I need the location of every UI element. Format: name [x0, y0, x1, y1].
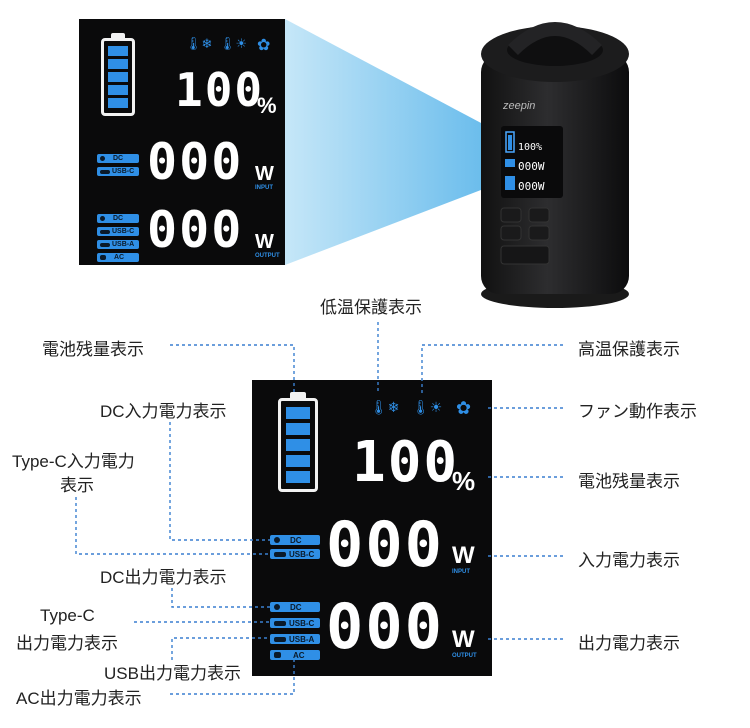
power-station-device: zeepin 100% 000W 000W [481, 22, 629, 308]
input-watt-value: 000 [326, 508, 444, 581]
label-typec-output-2: 出力電力表示 [16, 634, 118, 653]
battery-icon [101, 38, 135, 116]
percent-sign: % [257, 93, 277, 118]
battery-cell [286, 471, 310, 483]
label-output-power: 出力電力表示 [578, 634, 680, 653]
main-lcd-panel: 🌡︎❄ 🌡︎☀ ✿ 100 % DC USB-C 000 W INPUT DC … [252, 380, 492, 676]
watt-unit: W [255, 163, 274, 185]
label-dc-output: DC出力電力表示 [100, 568, 227, 587]
port-chip-usba: USB-A [270, 634, 320, 644]
output-watt-value: 000 [326, 590, 444, 663]
input-watt-value: 000 [147, 133, 244, 191]
label-high-temp: 高温保護表示 [578, 340, 680, 359]
label-battery-left: 電池残量表示 [42, 340, 144, 359]
battery-cell [286, 423, 310, 435]
battery-cell [286, 407, 310, 419]
battery-cell [108, 85, 128, 95]
label-typec-input-1: Type-C入力電力 [12, 452, 135, 471]
watt-unit: W [452, 626, 475, 653]
battery-cell [286, 439, 310, 451]
port-chip-dc: DC [270, 535, 320, 545]
svg-text:000W: 000W [518, 160, 545, 173]
battery-icon [278, 398, 318, 492]
battery-percent-value: 100 [175, 63, 265, 117]
fan-icon: ✿ [257, 35, 271, 54]
label-low-temp: 低温保護表示 [320, 298, 422, 317]
input-tag: INPUT [255, 185, 273, 191]
watt-unit: W [255, 231, 274, 253]
label-ac-output: AC出力電力表示 [16, 689, 142, 708]
highlight-beam [285, 19, 515, 265]
port-chip-usbc: USB-C [97, 167, 139, 176]
percent-sign: % [452, 466, 476, 496]
low-temp-icon: 🌡︎❄ [370, 400, 400, 416]
battery-cell [108, 98, 128, 108]
battery-cell [108, 72, 128, 82]
battery-cap [111, 33, 125, 38]
output-tag: OUTPUT [452, 653, 477, 659]
svg-text:000W: 000W [518, 180, 545, 193]
output-tag: OUTPUT [255, 253, 280, 259]
top-lcd-panel: 🌡︎❄ 🌡︎☀ ✿ 100 % DC USB-C 000 W INPUT DC … [79, 19, 285, 265]
battery-cell [286, 455, 310, 467]
label-dc-input: DC入力電力表示 [100, 402, 227, 421]
port-chip-ac: AC [97, 253, 139, 262]
label-usb-output: USB出力電力表示 [104, 664, 241, 683]
svg-text:100%: 100% [518, 142, 542, 153]
output-watt-value: 000 [147, 201, 244, 259]
port-chip-dc: DC [270, 602, 320, 612]
port-chip-usbc: USB-C [97, 227, 139, 236]
label-battery-right: 電池残量表示 [578, 472, 680, 491]
high-temp-icon: 🌡︎☀ [412, 400, 443, 416]
port-chip-ac: AC [270, 650, 320, 660]
label-input-power: 入力電力表示 [578, 551, 680, 570]
port-chip-usbc: USB-C [270, 618, 320, 628]
label-typec-output-1: Type-C [40, 606, 95, 625]
battery-cell [108, 46, 128, 56]
port-chip-usbc: USB-C [270, 549, 320, 559]
port-chip-dc: DC [97, 154, 139, 163]
high-temp-icon: 🌡︎☀ [219, 37, 248, 52]
battery-cell [108, 59, 128, 69]
battery-percent-value: 100 [352, 430, 460, 495]
fan-icon: ✿ [456, 398, 472, 419]
battery-cap [290, 392, 306, 398]
brand-logo: zeepin [502, 100, 535, 112]
label-typec-input-2: 表示 [60, 476, 94, 495]
port-chip-dc: DC [97, 214, 139, 223]
low-temp-icon: 🌡︎❄ [185, 37, 213, 52]
watt-unit: W [452, 542, 475, 569]
label-fan: ファン動作表示 [578, 402, 697, 421]
input-tag: INPUT [452, 569, 470, 575]
port-chip-usba: USB-A [97, 240, 139, 249]
